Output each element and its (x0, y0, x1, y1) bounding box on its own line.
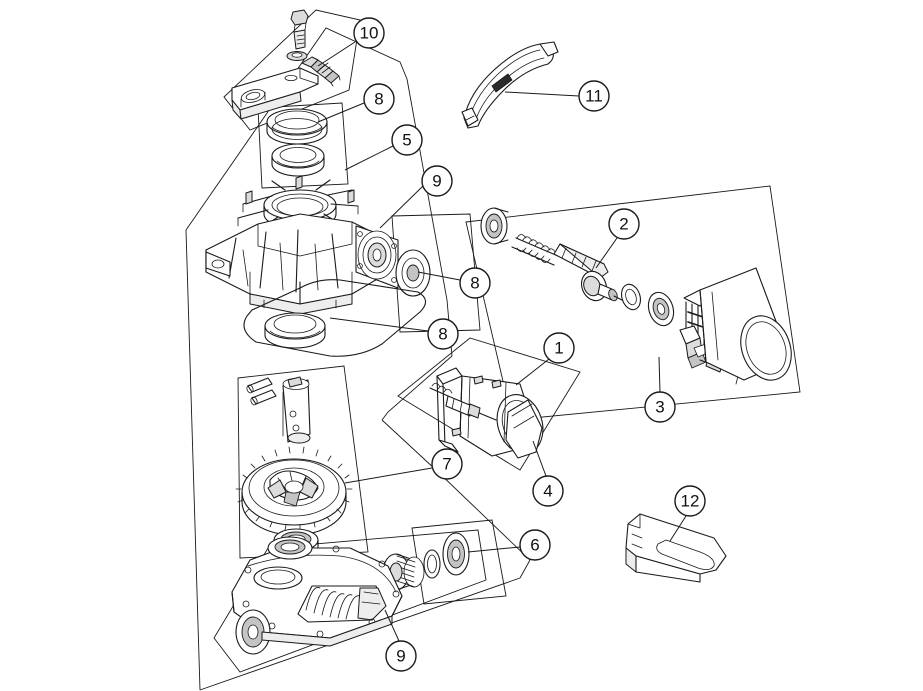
callout-label: 6 (530, 536, 539, 555)
callout-bubbles: 10 8 11 5 9 2 8 8 (353, 17, 706, 672)
callout-10[interactable]: 10 (353, 17, 385, 49)
part-2-armature-assembly (480, 207, 792, 385)
callout-label: 1 (554, 339, 563, 358)
callout-11[interactable]: 11 (578, 80, 610, 112)
part-8-seal-stack (266, 108, 328, 177)
motor-can-body (699, 267, 792, 381)
callout-label: 4 (543, 482, 552, 501)
armature-bearing-left (480, 207, 509, 245)
dowel-pins (246, 377, 277, 406)
callout-label: 2 (619, 215, 628, 234)
callout-label: 9 (432, 172, 441, 191)
brush-holder-assembly (679, 289, 747, 385)
callout-9-top[interactable]: 9 (421, 165, 453, 197)
callout-label: 12 (681, 492, 700, 511)
callout-4[interactable]: 4 (532, 475, 564, 507)
part-6-worm-gear-bearing-set (382, 532, 470, 591)
callout-8-top[interactable]: 8 (363, 83, 395, 115)
thrust-washer (423, 549, 441, 579)
housing-bottom-seal (264, 312, 326, 349)
callout-label: 11 (585, 87, 603, 106)
part-1-complete-motor-assembly (429, 367, 544, 459)
callout-label: 8 (438, 325, 447, 344)
armature-worm-thread (511, 234, 559, 266)
worm-bellows-cover (297, 585, 387, 623)
part-9-lower-housing (231, 536, 403, 655)
callout-label: 10 (360, 24, 379, 43)
part-5-main-gearbox-housing (205, 175, 431, 357)
callout-label: 8 (374, 90, 383, 109)
lower-housing-bearing-top (267, 536, 313, 560)
leader-lines (317, 41, 687, 642)
callout-label: 9 (396, 647, 405, 666)
motor-shaft-worm (429, 382, 497, 421)
housing-body (205, 213, 399, 315)
callout-label: 7 (442, 455, 451, 474)
lower-housing-bearing-left (235, 609, 271, 655)
callout-7[interactable]: 7 (431, 448, 463, 480)
callout-1[interactable]: 1 (543, 332, 575, 364)
part-12-slotted-bracket (625, 513, 727, 583)
armature-washer (620, 283, 642, 311)
seal-lower (271, 143, 325, 177)
ring-gear (235, 446, 353, 536)
callout-8-low[interactable]: 8 (427, 318, 459, 350)
callout-label: 5 (402, 131, 411, 150)
side-oil-seal (395, 249, 431, 297)
part-10-mounting-arm-assembly (231, 9, 341, 120)
armature-bearing-right (647, 291, 675, 327)
callout-9-bottom[interactable]: 9 (385, 640, 417, 672)
ball-bearing-right (442, 532, 470, 576)
callout-8-mid[interactable]: 8 (459, 267, 491, 299)
part-7-gear-assembly (235, 376, 353, 559)
callout-label: 8 (470, 274, 479, 293)
callout-12[interactable]: 12 (674, 485, 706, 517)
callout-2[interactable]: 2 (608, 208, 640, 240)
commutator (580, 270, 618, 302)
part-11-curved-lever (461, 41, 559, 129)
motor-end-cap (505, 399, 543, 459)
hex-bolt (290, 9, 309, 50)
housing-gasket (243, 279, 427, 357)
armature-core (553, 243, 609, 279)
washer (286, 51, 308, 61)
callout-label: 3 (655, 398, 664, 417)
callout-5[interactable]: 5 (391, 124, 423, 156)
gear-shaft (282, 376, 311, 444)
callout-6[interactable]: 6 (519, 529, 551, 561)
seal-upper (266, 108, 328, 145)
callout-3[interactable]: 3 (644, 391, 676, 423)
mounting-arm-plate (231, 67, 319, 120)
housing-bearing-window (355, 225, 399, 289)
